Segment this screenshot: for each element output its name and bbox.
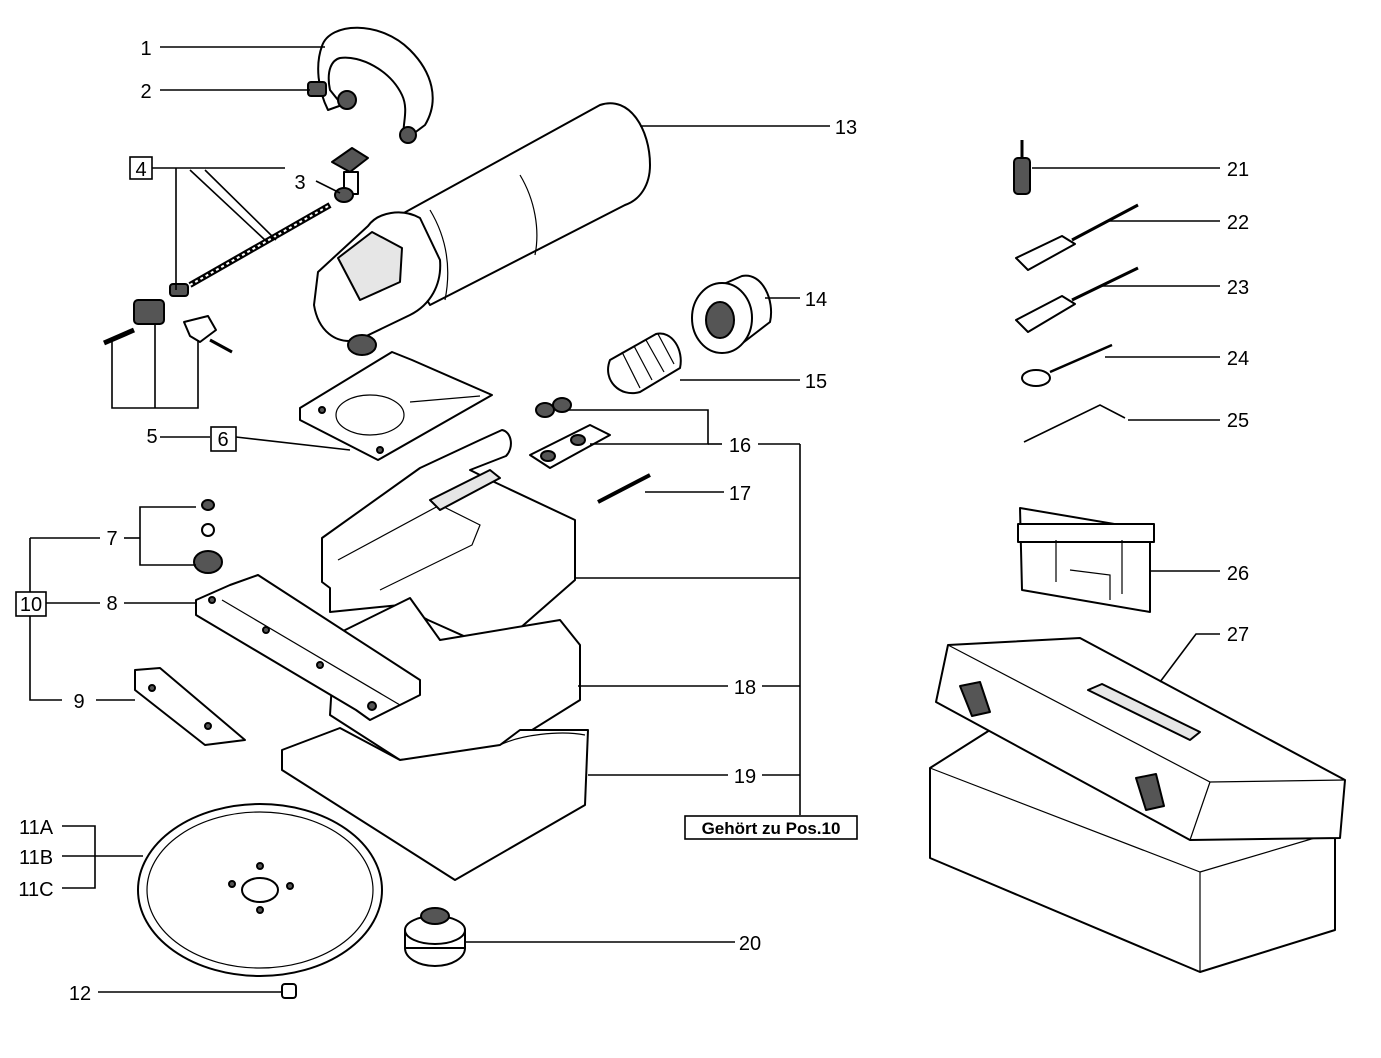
label-3: 3 [294, 172, 305, 194]
part-3-knob [331, 147, 369, 203]
label-13: 13 [835, 117, 857, 139]
part-16-bracket [529, 397, 611, 469]
label-14: 14 [805, 289, 827, 311]
part-24-key [1021, 343, 1113, 387]
part-9-blade [134, 667, 246, 746]
part-17-pin [597, 473, 651, 504]
label-21: 21 [1227, 159, 1249, 181]
label-5: 5 [146, 426, 157, 448]
label-11c: 11C [18, 879, 53, 901]
label-2: 2 [140, 81, 151, 103]
part-13-motor [313, 102, 651, 356]
label-23: 23 [1227, 277, 1249, 299]
part-22-driver [1015, 203, 1139, 271]
label-24: 24 [1227, 348, 1249, 370]
part-2-screw [307, 81, 327, 97]
part-19-base [281, 727, 589, 881]
label-19: 19 [734, 766, 756, 788]
label-10: 10 [20, 594, 42, 616]
part-21-sleeve [1013, 140, 1031, 195]
label-22: 22 [1227, 212, 1249, 234]
label-4: 4 [135, 159, 146, 181]
label-8: 8 [106, 593, 117, 615]
label-20: 20 [739, 933, 761, 955]
label-12: 12 [69, 983, 91, 1005]
part-6-base-plate [299, 351, 493, 461]
part-12-screw [281, 983, 297, 999]
label-7: 7 [106, 528, 117, 550]
part-4-threaded-rod [169, 202, 332, 297]
label-16: 16 [729, 435, 751, 457]
leader-lines [29, 46, 1220, 993]
label-1: 1 [140, 38, 151, 60]
part-20-bushing [404, 907, 466, 967]
part-26-guide-plate [1017, 507, 1155, 613]
label-box-10 [15, 591, 47, 617]
part-23-driver [1015, 266, 1139, 333]
label-27: 27 [1227, 624, 1249, 646]
part-27-case [929, 637, 1346, 973]
label-11a: 11A [19, 817, 54, 839]
label-11b: 11B [19, 847, 53, 869]
label-26: 26 [1227, 563, 1249, 585]
callout-labels: 1 2 3 4 5 6 7 8 9 10 11A 11B 11C 12 13 1… [18, 38, 1249, 1005]
part-18-housing [321, 429, 581, 761]
part-8-rail [195, 574, 421, 721]
label-18: 18 [734, 677, 756, 699]
part-11-saw-disc [137, 803, 383, 977]
label-box-4 [129, 156, 153, 180]
part-7-fasteners [193, 499, 223, 574]
label-17: 17 [729, 483, 751, 505]
part-15-spring [607, 332, 682, 395]
label-box-6 [210, 426, 237, 452]
part-14-cap [691, 274, 773, 354]
part-25-hex-key [1023, 404, 1126, 443]
part-5-clamp [103, 299, 233, 354]
note-box [684, 815, 858, 840]
label-25: 25 [1227, 410, 1249, 432]
label-15: 15 [805, 371, 827, 393]
label-9: 9 [73, 691, 84, 713]
label-6: 6 [217, 429, 228, 451]
part-1-handle [317, 26, 434, 144]
note-text: Gehört zu Pos.10 [702, 819, 841, 838]
